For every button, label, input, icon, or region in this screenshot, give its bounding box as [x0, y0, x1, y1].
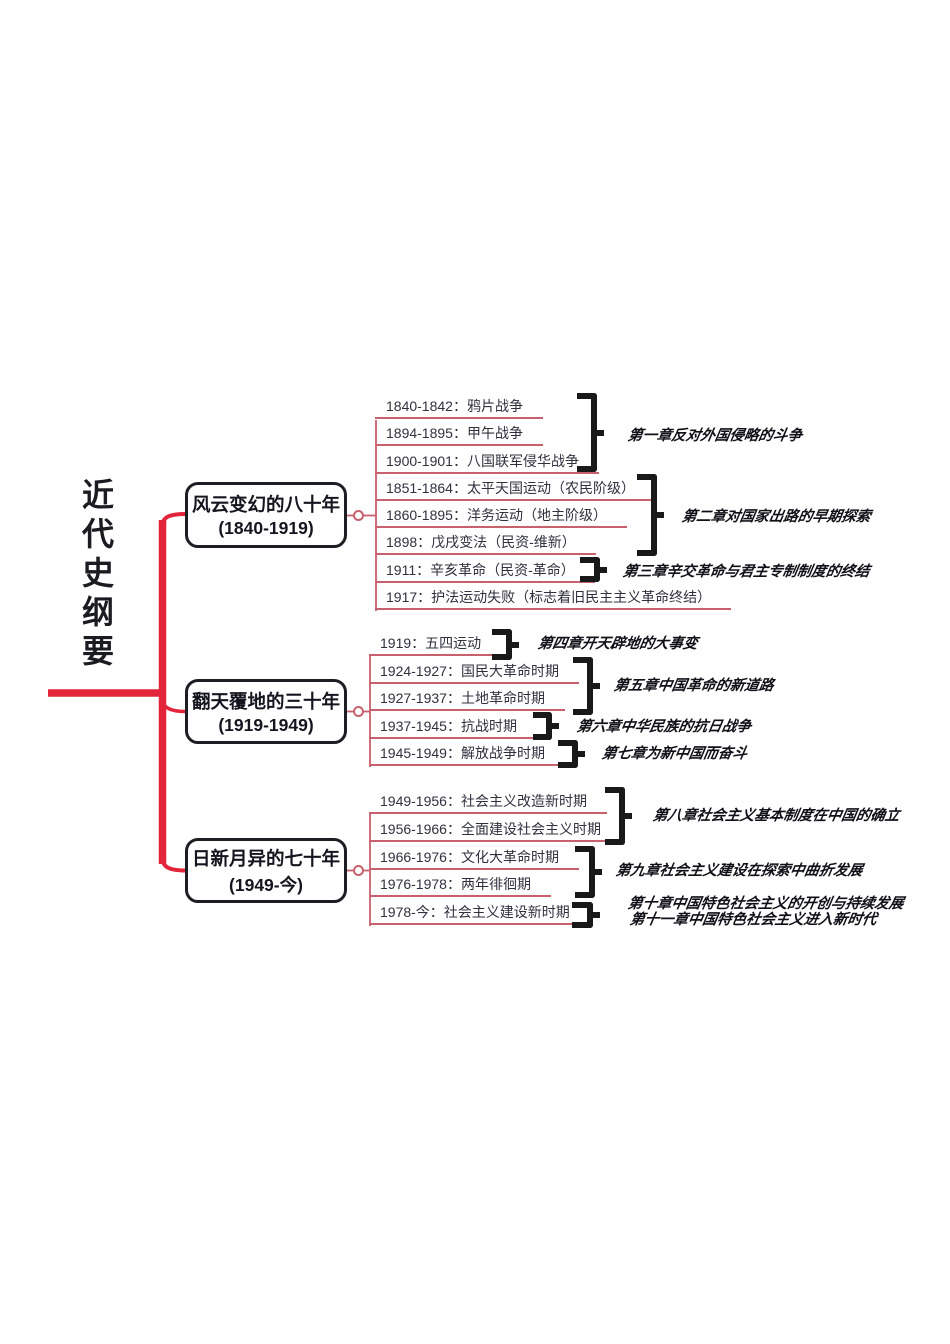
chapter-label: 第十一章中国特色社会主义进入新时代: [628, 912, 878, 928]
chapter-label: 第七章为新中国而奋斗: [600, 746, 749, 762]
branch-node-eighty-years: 风云变幻的八十年 (1840-1919): [185, 482, 347, 548]
branch-anchor-dot: [353, 865, 364, 876]
chapter-bracket: [533, 712, 559, 740]
chapter-label: 第四章开天辟地的大事变: [536, 636, 699, 652]
chapter-label: 第二章对国家出路的早期探索: [680, 509, 872, 525]
chapter-label: 第十章中国特色社会主义的开创与持续发展: [626, 896, 905, 912]
chapter-label: 第一章反对外国侵略的斗争: [626, 428, 804, 444]
bracket-nub: [619, 813, 632, 819]
timeline-item: 1966-1976：文化大革命时期: [369, 845, 579, 870]
bracket-nub: [589, 869, 602, 875]
chapter-bracket: [573, 657, 600, 715]
timeline-item: 1978-今：社会主义建设新时期: [369, 900, 590, 925]
chapter-label: 第九章社会主义建设在探索中曲折发展: [614, 863, 864, 879]
branch-period: (1840-1919): [218, 518, 314, 538]
timeline-item: 1919：五四运动: [369, 631, 502, 656]
timeline-item: 1937-1945：抗战时期: [369, 714, 537, 739]
timeline-item: 1851-1864：太平天国运动（农民阶级）: [375, 476, 655, 501]
chapter-bracket: [558, 740, 585, 768]
branch-anchor-dot: [353, 706, 364, 717]
bracket-nub: [572, 751, 585, 757]
timeline-item: 1900-1901：八国联军侵华战争: [375, 449, 599, 474]
chapter-bracket: [492, 629, 519, 660]
page-title: 近代史纲要: [78, 478, 114, 673]
timeline-item: 1945-1949：解放战争时期: [369, 741, 565, 766]
timeline-item: 1860-1895：洋务运动（地主阶级）: [375, 503, 627, 528]
bracket-nub: [591, 429, 604, 436]
branch-node-seventy-years: 日新月异的七十年 (1949-今): [185, 838, 347, 903]
branch-title: 翻天覆地的三十年: [191, 690, 340, 712]
branch-anchor-dot: [353, 510, 364, 521]
branch-period: (1919-1949): [218, 714, 314, 735]
chapter-label: 第三章辛交革命与君主专制制度的终结: [621, 564, 871, 580]
chapter-bracket: [637, 474, 664, 556]
branch-period: (1949-今): [229, 874, 303, 895]
timeline-item: 1840-1842：鸦片战争: [375, 394, 543, 419]
bracket-nub: [594, 566, 607, 573]
timeline-item: 1924-1927：国民大革命时期: [369, 659, 579, 684]
timeline-item: 1894-1895：甲午战争: [375, 421, 543, 446]
chapter-label: 第六章中华民族的抗日战争: [575, 719, 753, 735]
timeline-item: 1949-1956：社会主义改造新时期: [369, 789, 607, 814]
chapter-bracket: [580, 557, 607, 582]
timeline-item: 1927-1937：土地革命时期: [369, 686, 565, 711]
chapter-label: 第八章社会主义基本制度在中国的确立: [651, 808, 901, 824]
chapter-bracket: [575, 846, 602, 898]
chapter-label: 第五章中国革命的新道路: [612, 678, 775, 694]
bracket-nub: [587, 912, 600, 918]
chapter-bracket: [572, 902, 600, 928]
timeline-item: 1911：辛亥革命（民资-革命）: [375, 558, 595, 583]
branch-node-thirty-years: 翻天覆地的三十年 (1919-1949): [185, 679, 347, 744]
timeline-item: 1976-1978：两年徘徊期: [369, 872, 551, 897]
bracket-nub: [506, 641, 519, 648]
timeline-item: 1917：护法运动失败（标志着旧民主主义革命终结）: [375, 585, 732, 610]
chapter-bracket: [605, 787, 632, 845]
chapter-bracket: [577, 393, 604, 472]
timeline-item: 1956-1966：全面建设社会主义时期: [369, 817, 621, 842]
branch-title: 日新月异的七十年: [191, 847, 340, 869]
bracket-nub: [651, 512, 664, 518]
bracket-nub: [587, 683, 600, 689]
timeline-item: 1898：戊戌变法（民资-维新）: [375, 530, 596, 555]
bracket-nub: [546, 723, 559, 729]
branch-title: 风云变幻的八十年: [191, 494, 340, 515]
